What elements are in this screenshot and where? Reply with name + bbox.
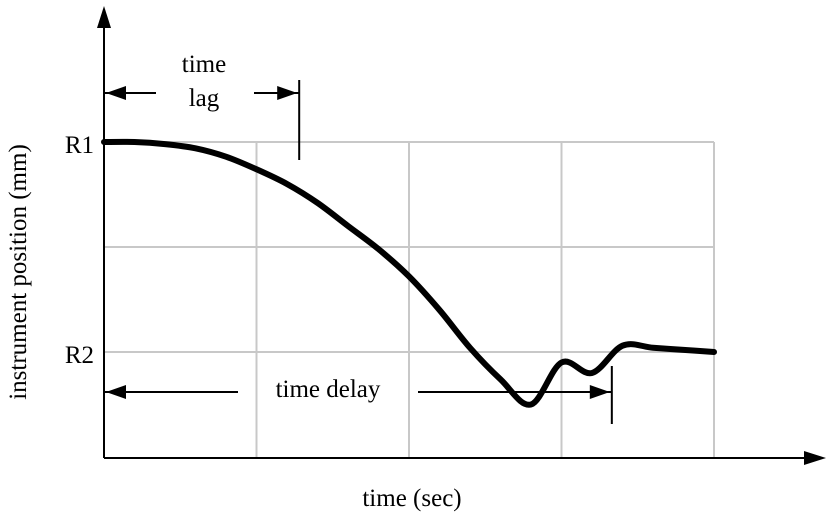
time-delay-arrowhead-right xyxy=(589,385,610,399)
x-axis-arrowhead xyxy=(804,451,826,465)
series-group xyxy=(101,138,717,408)
annotations xyxy=(104,80,613,424)
y-tick-label-r2: R2 xyxy=(65,342,94,369)
time-delay-label: time delay xyxy=(276,376,381,403)
x-axis-label: time (sec) xyxy=(362,485,461,512)
time-lag-arrowhead-right xyxy=(277,86,298,100)
grid xyxy=(104,141,715,458)
time-lag-arrowhead-left xyxy=(106,86,126,100)
time-lag-label-line1: time xyxy=(182,51,226,78)
time-lag-label-line2: lag xyxy=(189,85,220,112)
y-tick-label-r1: R1 xyxy=(65,132,94,159)
time-delay-arrowhead-left xyxy=(106,385,126,399)
y-axis-arrowhead xyxy=(97,6,111,28)
axes xyxy=(97,6,826,465)
response-curve xyxy=(101,138,717,408)
labels: time (sec) instrument position (mm) R1 R… xyxy=(5,51,462,512)
y-axis-label: instrument position (mm) xyxy=(5,144,32,400)
